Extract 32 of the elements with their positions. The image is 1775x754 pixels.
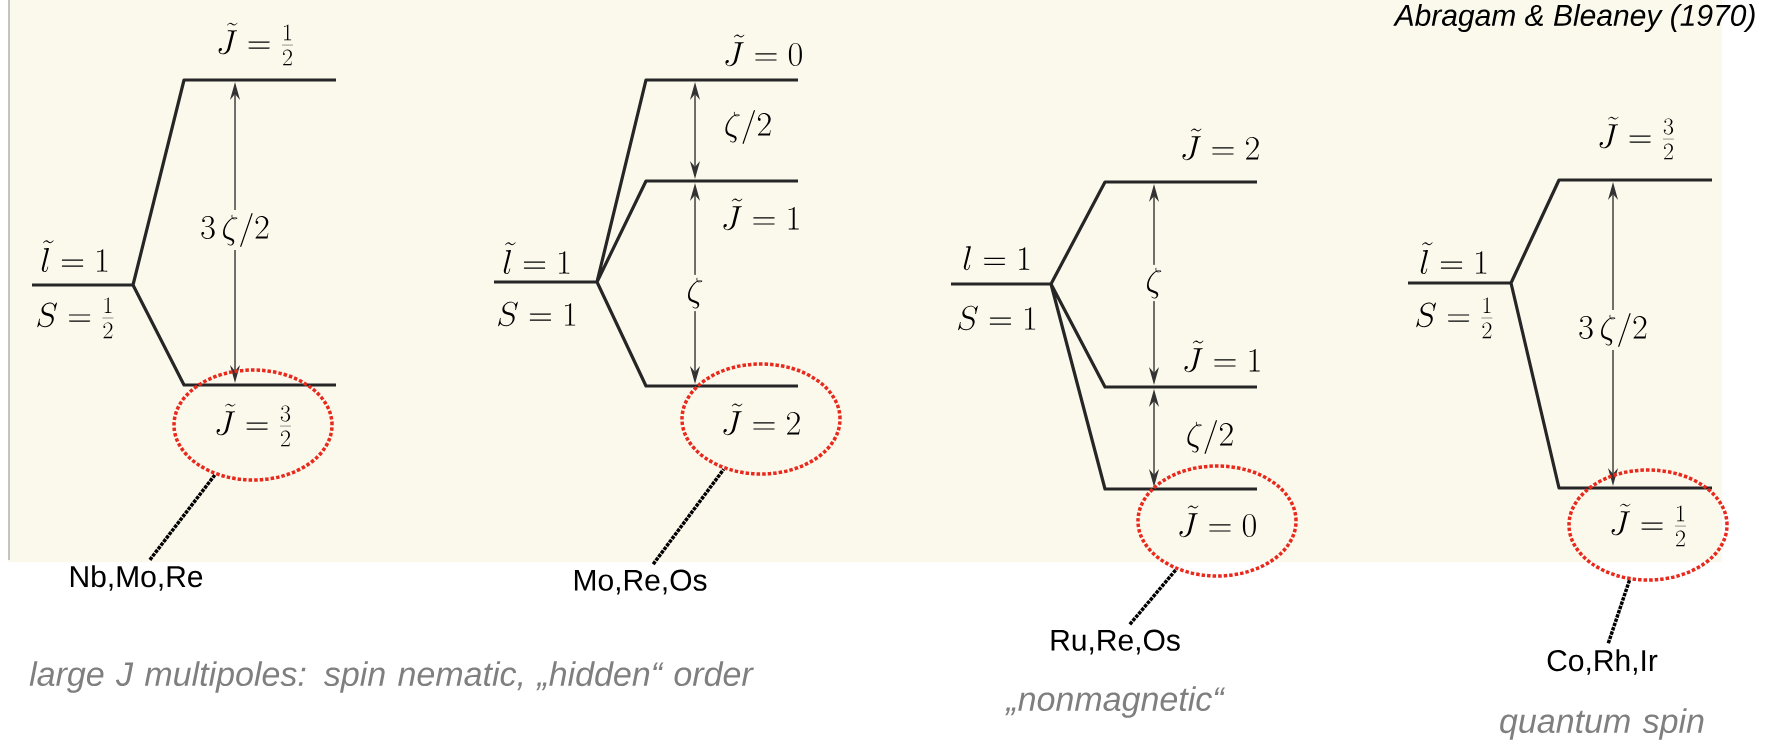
level-label: $\tilde{J}=\frac{1}{2}$	[218, 22, 293, 66]
level-label: $\tilde{J}=\frac{3}{2}$	[1599, 116, 1674, 160]
level-label: $\tilde{l}=1$	[41, 240, 108, 272]
annotation-text: large J multipoles: spin nematic, „hidden“ order	[29, 661, 754, 693]
leader-line	[148, 473, 217, 561]
splitting-label: $\zeta/2$	[1187, 420, 1233, 454]
splitting-label: $\zeta/2$	[725, 110, 771, 144]
element-label: Co,Rh,Ir	[1547, 649, 1658, 675]
splitting-label: $3\,\zeta/2$	[1575, 310, 1651, 350]
level-label: $\tilde{l}=1$	[1420, 242, 1487, 274]
level-label: $\tilde{J}=1$	[723, 198, 799, 231]
level-label: $S=\frac{1}{2}$	[37, 297, 114, 339]
level-label: $\tilde{J}=0$	[725, 34, 802, 67]
splitting-label: $\zeta$	[1142, 264, 1166, 302]
level-label: $S=1$	[498, 301, 576, 327]
splitting-label: $3\,\zeta/2$	[197, 210, 273, 250]
element-label: Mo,Re,Os	[574, 569, 707, 595]
splitting-label: $\zeta$	[683, 274, 707, 312]
leader-line	[651, 468, 726, 566]
leader-line	[1606, 579, 1632, 644]
level-label: $S=1$	[958, 305, 1036, 331]
element-label: Nb,Mo,Re	[70, 565, 203, 591]
level-label: $l=1$	[963, 246, 1030, 271]
level-label: $\tilde{J}=1$	[1184, 340, 1260, 373]
leader-line	[1128, 568, 1178, 626]
annotation-text: „nonmagnetic“	[1005, 686, 1226, 718]
level-label: $S=\frac{1}{2}$	[1416, 297, 1493, 339]
level-label: $\tilde{J}=2$	[1182, 128, 1259, 161]
level-label: $\tilde{l}=1$	[503, 242, 570, 274]
annotation-text: quantum spin	[1500, 708, 1704, 740]
citation: Abragam & Bleaney (1970)	[1393, 4, 1755, 32]
element-label: Ru,Re,Os	[1051, 629, 1180, 655]
